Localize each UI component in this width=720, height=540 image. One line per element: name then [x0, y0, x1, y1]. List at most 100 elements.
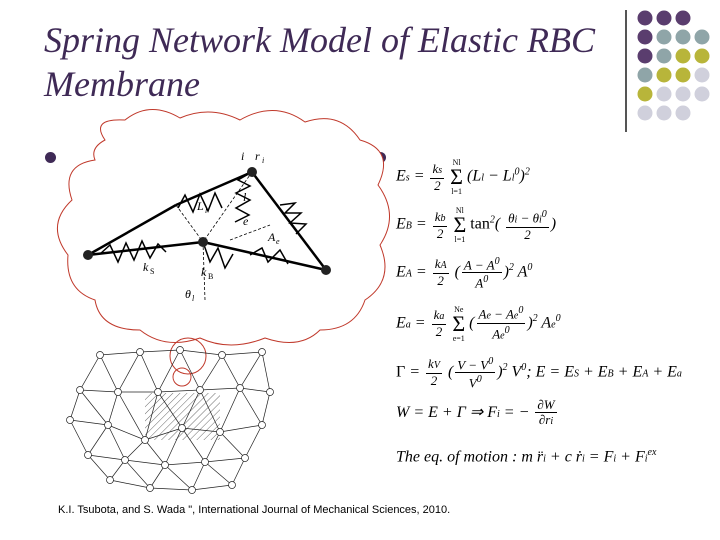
mesh-edge [204, 457, 246, 463]
mesh-edge [221, 351, 263, 356]
spring-center-down [202, 241, 234, 270]
spring-left-bottom [99, 239, 167, 264]
mesh-node [258, 421, 266, 429]
mesh-edge [239, 387, 263, 426]
mesh-edge [99, 354, 119, 393]
decor-dot [637, 48, 653, 64]
mesh-edge [199, 389, 221, 433]
spring-right [279, 201, 308, 235]
spring-mid-vertical [234, 171, 253, 223]
mesh-node [104, 421, 112, 429]
mesh-node [154, 388, 162, 396]
decor-dot [637, 29, 653, 45]
mesh-edge [87, 424, 109, 456]
mesh-edge [199, 387, 241, 391]
mesh-edge [221, 354, 241, 389]
mesh-edge [124, 439, 146, 461]
mesh-edge [157, 389, 201, 393]
label-ks-sub: S [150, 267, 154, 276]
mesh-edge [144, 427, 183, 441]
mesh-edge [87, 454, 126, 461]
mesh-edge [69, 389, 81, 421]
mesh-node [216, 428, 224, 436]
decor-dot [694, 29, 710, 45]
bullet-left [45, 152, 56, 163]
label-i: i [241, 149, 244, 163]
title-divider [625, 10, 627, 132]
decorative-dot-grid [637, 10, 710, 121]
slide-title: Spring Network Model of Elastic RBC Memb… [44, 20, 595, 104]
label-ks: k [143, 260, 149, 274]
triangle-mesh [145, 393, 220, 440]
mesh-edge [204, 431, 221, 463]
mesh-node [258, 348, 266, 356]
mesh-edge [261, 351, 271, 393]
mesh-edge [69, 419, 89, 456]
mesh-edge [244, 424, 263, 459]
decor-dot [694, 67, 710, 83]
mesh-edge [139, 351, 159, 393]
decor-dot [656, 10, 672, 26]
mesh-edge [139, 349, 181, 353]
mesh-edge [219, 387, 241, 433]
decor-dot [675, 105, 691, 121]
equation-motion: The eq. of motion : m r̈i + c ṙi = Fi + … [396, 447, 657, 466]
mesh-edge [164, 461, 206, 466]
mesh-node [146, 484, 154, 492]
mesh-edge [79, 389, 109, 426]
mesh-edge [107, 391, 119, 426]
mesh-edge [87, 454, 111, 481]
mesh-edge [117, 351, 141, 393]
node-top [247, 167, 257, 177]
label-theta: θ [185, 287, 191, 301]
mesh-edge [149, 487, 193, 491]
mesh-edge [107, 424, 126, 461]
decor-dot [656, 105, 672, 121]
mesh-node [188, 486, 196, 494]
node-right [321, 265, 331, 275]
mesh-edge [157, 391, 183, 429]
label-theta-sub: l [192, 294, 195, 303]
mesh-edge [179, 349, 201, 391]
mesh-node [96, 351, 104, 359]
label-A: A [267, 230, 276, 244]
mesh-edge [109, 479, 151, 489]
mesh-edge [204, 461, 233, 486]
node-left [83, 250, 93, 260]
mesh-node [136, 348, 144, 356]
label-kb-sub: B [208, 272, 213, 281]
mesh-node [196, 386, 204, 394]
decor-dot [675, 10, 691, 26]
mesh-edge [261, 391, 271, 426]
decor-dot [694, 48, 710, 64]
mesh-node [228, 481, 236, 489]
mesh-node [266, 388, 274, 396]
mesh-edge [79, 389, 119, 393]
mesh-edge [124, 459, 151, 489]
mesh-node [106, 476, 114, 484]
mesh-edge [124, 459, 166, 466]
decor-dot [694, 86, 710, 102]
label-A-sub: e [276, 237, 280, 246]
mesh-edge [199, 354, 223, 391]
mesh-node [218, 351, 226, 359]
label-L: L [196, 199, 204, 213]
mesh-node [66, 416, 74, 424]
spring-top [177, 191, 223, 214]
mesh-edge [157, 349, 181, 393]
label-r: r [255, 149, 260, 163]
mesh-node [178, 424, 186, 432]
thought-cloud [56, 109, 390, 346]
mesh-edge [164, 427, 183, 466]
mesh-edge [144, 391, 159, 441]
spring-bottom-right [249, 246, 289, 265]
decor-dot [675, 67, 691, 83]
decor-dot [656, 29, 672, 45]
mesh-edge [181, 427, 221, 433]
mesh-edge [179, 349, 223, 356]
